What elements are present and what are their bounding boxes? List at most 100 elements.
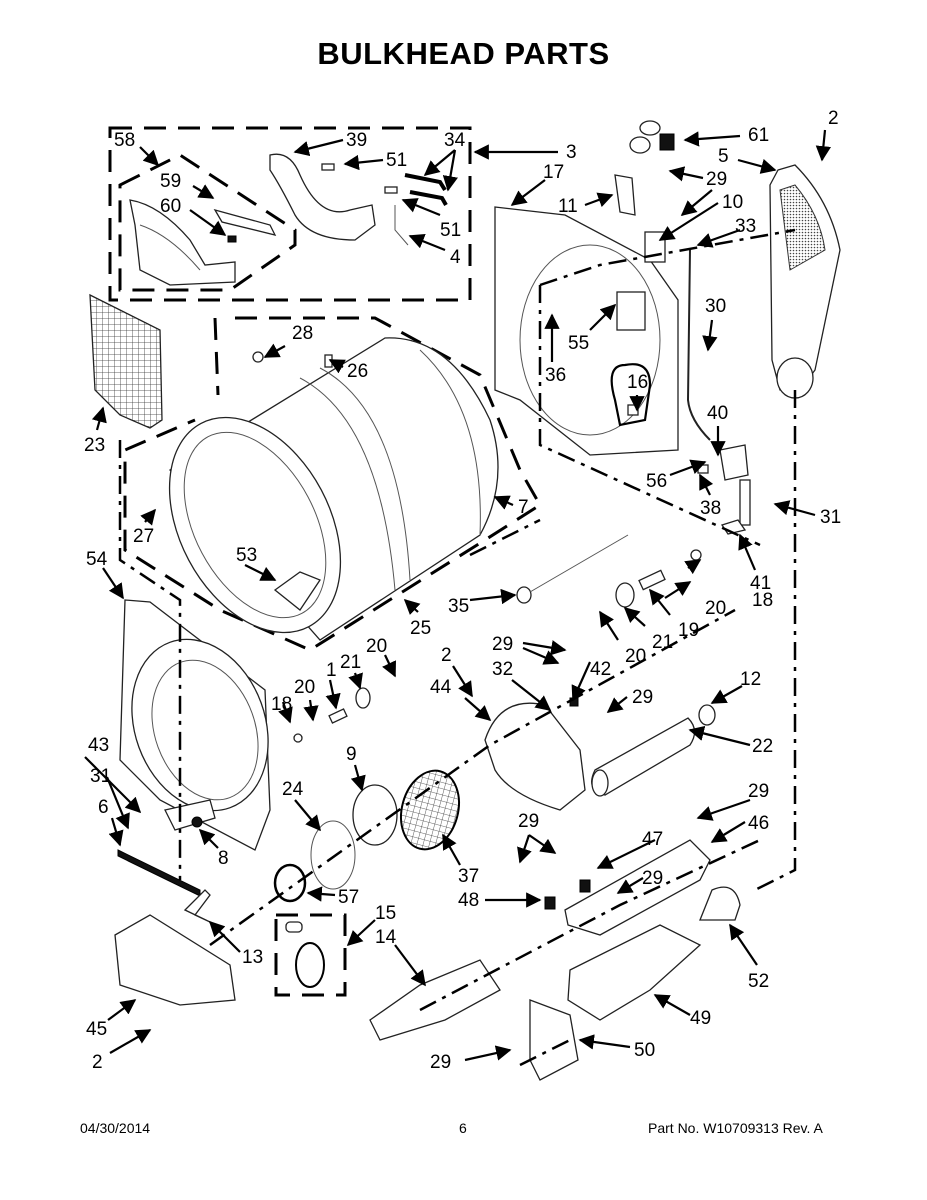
callout-47: 47: [642, 829, 663, 850]
roller-part: [355, 687, 371, 709]
baffle-part: [273, 571, 321, 611]
gasket-ring-part: [310, 820, 356, 890]
heater-housing-part: [567, 924, 702, 1021]
blower-group: [273, 697, 716, 903]
spring-part: [227, 235, 237, 243]
callout-43: 43: [88, 735, 109, 756]
callout-23: 23: [84, 435, 105, 456]
front-bulkhead-group: [117, 599, 271, 897]
clip-part: [183, 889, 211, 923]
callout-10: 10: [722, 192, 743, 213]
callout-51-upper: 51: [386, 150, 407, 171]
callout-29-top: 29: [706, 169, 727, 190]
callout-14: 14: [375, 927, 397, 948]
harness-part: [394, 205, 409, 246]
callout-39: 39: [346, 130, 367, 151]
console-housing-detail: [139, 224, 201, 271]
assembly-line: [209, 608, 736, 947]
assembly-line: [519, 1038, 571, 1067]
callout-8: 8: [218, 848, 229, 869]
washer-part: [690, 549, 702, 561]
callout-29-duct: 29: [632, 687, 653, 708]
callout-31-right: 31: [820, 507, 841, 528]
sensor-wire: [529, 534, 629, 593]
callout-27: 27: [133, 526, 154, 547]
callout-25: 25: [410, 618, 431, 639]
callout-58: 58: [114, 130, 135, 151]
callout-40: 40: [707, 403, 728, 424]
footer-part-number: Part No. W10709313 Rev. A: [648, 1120, 823, 1136]
seal-part: [252, 351, 264, 363]
callout-31-left: 31: [90, 766, 111, 787]
lint-filter-part: [89, 293, 163, 429]
drum-front-opening: [183, 431, 327, 619]
callout-2-top: 2: [828, 108, 839, 129]
callout-22: 22: [752, 736, 773, 757]
clamp-part: [698, 704, 716, 726]
blower-wheel-part: [400, 769, 460, 851]
drum-kit-boundary: [123, 316, 543, 652]
callout-60: 60: [160, 196, 181, 217]
pulley-part: [615, 582, 635, 608]
callout-2-mid: 2: [441, 645, 452, 666]
callout-12: 12: [740, 669, 761, 690]
callout-51-lower: 51: [440, 220, 461, 241]
callout-24: 24: [282, 779, 304, 800]
callout-21-left: 21: [340, 652, 361, 673]
callout-54: 54: [86, 549, 108, 570]
washer-part: [293, 733, 303, 743]
callout-13: 13: [242, 947, 263, 968]
valve-bracket-part: [739, 479, 751, 526]
callout-34: 34: [444, 130, 466, 151]
clamp-part: [697, 464, 709, 474]
drum-group: [123, 316, 543, 652]
thermal-cutoff-part: [544, 896, 556, 910]
callout-21-right: 21: [652, 632, 673, 653]
callout-18-left: 18: [271, 694, 292, 715]
exhaust-duct-opening: [591, 769, 609, 797]
callout-46: 46: [748, 813, 769, 834]
callout-42: 42: [590, 659, 611, 680]
callout-28: 28: [292, 323, 313, 344]
callout-36: 36: [545, 365, 566, 386]
drum-rib-line: [319, 367, 411, 581]
footer-date: 04/30/2014: [80, 1120, 151, 1136]
blower-seal-part: [352, 784, 398, 846]
assembly-line: [469, 518, 541, 557]
thermostat-part: [579, 879, 591, 893]
drum-part: [169, 337, 499, 641]
wire-loop-part: [295, 942, 325, 988]
drum-rib-line: [299, 377, 396, 591]
rod-part: [117, 849, 201, 897]
callout-30: 30: [705, 296, 726, 317]
callout-20-mid: 20: [625, 646, 646, 667]
callout-7: 7: [518, 497, 529, 518]
callout-2-bottom: 2: [92, 1052, 103, 1073]
sensor-part: [516, 586, 532, 604]
callout-52: 52: [748, 971, 769, 992]
callout-33: 33: [735, 216, 756, 237]
bracket-part: [529, 999, 579, 1081]
callout-20-right: 20: [705, 598, 726, 619]
assembly-line: [754, 390, 797, 892]
callout-29-left-pair: 29: [518, 811, 539, 832]
connector-part: [285, 921, 303, 933]
callout-15: 15: [375, 903, 396, 924]
callout-19: 19: [678, 620, 699, 641]
console-housing-part: [129, 199, 236, 286]
callout-37: 37: [458, 866, 479, 887]
callout-41: 41: [750, 573, 771, 594]
callout-56: 56: [646, 471, 667, 492]
callout-20-top: 20: [366, 636, 387, 657]
heat-shield-part: [699, 886, 741, 921]
callout-49: 49: [690, 1008, 711, 1029]
duct-part: [614, 174, 636, 216]
kit-boundary-small: [274, 913, 347, 997]
leader-lines: [84, 129, 832, 1062]
axle-part: [328, 708, 348, 724]
callout-32: 32: [492, 659, 513, 680]
console-part: [269, 153, 376, 241]
callout-29-bottom: 29: [430, 1052, 451, 1073]
assembly-line: [419, 838, 761, 1012]
